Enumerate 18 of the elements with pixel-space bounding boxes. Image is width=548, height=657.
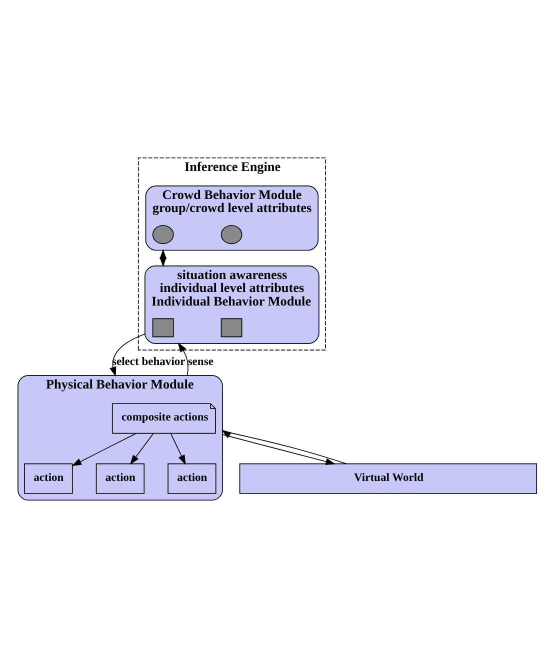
- node-box: action: [24, 462, 73, 494]
- arrow: [160, 248, 167, 267]
- arrow: [72, 432, 137, 466]
- arrow: [130, 432, 154, 464]
- arrow: [170, 432, 186, 464]
- cluster: situation awareness individual level attributes Individual Behavior Module: [144, 265, 320, 344]
- node-box: [152, 318, 174, 337]
- cluster: Crowd Behavior Module group/crowd level attributes: [145, 185, 319, 250]
- edge-label: sense: [188, 356, 214, 368]
- node-box: action: [96, 462, 145, 494]
- node-box: [220, 318, 242, 337]
- arrow: [221, 429, 347, 464]
- node-ellipse: [152, 224, 174, 244]
- node-box: Virtual World: [239, 462, 538, 494]
- arrow: [178, 342, 188, 376]
- arrow: [222, 434, 336, 464]
- node-ellipse: [220, 224, 242, 244]
- node-box: action: [168, 462, 216, 494]
